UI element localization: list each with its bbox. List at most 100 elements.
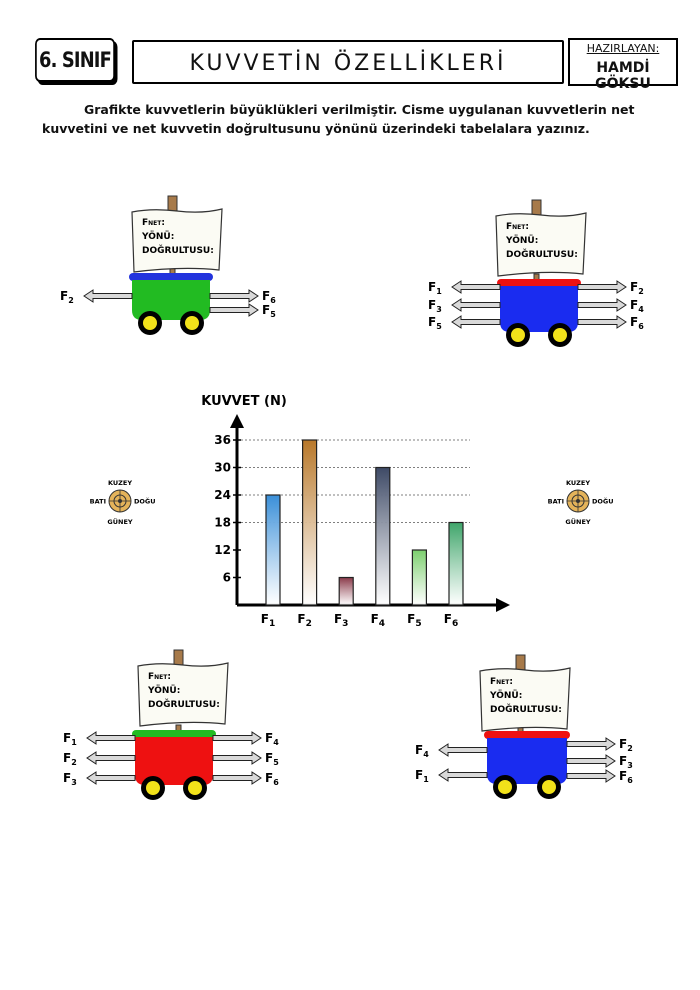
- sign-fnet: FNET:: [506, 222, 529, 232]
- force-label-f6: F6: [262, 289, 276, 305]
- force-label-f2: F2: [63, 751, 77, 767]
- cart-body: [132, 280, 210, 320]
- chart-xtick-label: F4: [371, 612, 385, 629]
- chart-ytick-label: 6: [223, 571, 231, 585]
- sign-direction: YÖNÜ:: [489, 690, 522, 701]
- sign-direction: YÖNÜ:: [505, 235, 538, 246]
- chart-ytick-label: 36: [214, 433, 231, 447]
- compass-north-label: KUZEY: [566, 479, 590, 487]
- force-label-f2: F2: [619, 737, 633, 753]
- cart-wheel-hub: [542, 780, 556, 794]
- force-label-f4: F4: [415, 743, 429, 759]
- sign-direction: YÖNÜ:: [141, 231, 174, 242]
- force-label-f2: F2: [630, 280, 644, 296]
- sign-post: [173, 649, 184, 667]
- cart-top-bar: [129, 273, 213, 281]
- cart-wheel-hub: [498, 780, 512, 794]
- chart-ytick-label: 30: [214, 461, 231, 475]
- compass-south-label: GÜNEY: [107, 517, 132, 526]
- grade-label: 6. SINIF: [39, 48, 112, 72]
- force-label-f3: F3: [63, 771, 77, 787]
- bar-f1: [265, 494, 281, 606]
- force-arrow: [212, 731, 262, 745]
- force-arrow: [566, 769, 616, 783]
- cart-top-bar: [497, 279, 581, 287]
- force-arrow: [577, 280, 627, 294]
- force-label-f3: F3: [619, 754, 633, 770]
- cart-wheel-hub: [188, 781, 202, 795]
- chart-ytick-label: 12: [214, 543, 231, 557]
- sign-post: [167, 195, 178, 213]
- cart-wheel-hub: [511, 328, 525, 342]
- cart-top-bar: [132, 730, 216, 738]
- force-label-f1: F1: [63, 731, 77, 747]
- bar-f4: [375, 466, 391, 606]
- force-arrow: [451, 315, 501, 329]
- force-arrow: [209, 289, 259, 303]
- instruction-line-1: Grafikte kuvvetlerin büyüklükleri verilm…: [84, 102, 635, 117]
- cart-body: [500, 286, 578, 332]
- chart-y-arrowhead: [230, 414, 244, 428]
- sign-line-of-action: DOĞRULTUSU:: [506, 248, 578, 260]
- compass-west-label: BATI: [90, 498, 106, 506]
- grade-badge: 6. SINIF: [35, 38, 115, 82]
- chart-ytick-label: 18: [214, 516, 231, 530]
- force-label-f2: F2: [60, 289, 74, 305]
- cart-wheel-hub: [553, 328, 567, 342]
- sign-direction: YÖNÜ:: [147, 685, 180, 696]
- force-label-f6: F6: [619, 769, 633, 785]
- bar-f3: [338, 576, 354, 606]
- chart-xtick-label: F3: [334, 612, 348, 629]
- force-arrow: [566, 754, 616, 768]
- force-label-f5: F5: [262, 303, 276, 319]
- sign-line-of-action: DOĞRULTUSU:: [490, 703, 562, 715]
- chart-ylabel: KUVVET (N): [201, 394, 287, 409]
- prepared-by-label: HAZIRLAYAN:: [586, 42, 660, 55]
- cart-top-bar: [484, 731, 570, 739]
- force-label-f6: F6: [265, 771, 279, 787]
- chart-xtick-label: F2: [297, 612, 311, 629]
- page-title: KUVVETİN ÖZELLİKLERİ: [189, 51, 507, 76]
- force-label-f3: F3: [428, 298, 442, 314]
- chart-x-arrowhead: [496, 598, 510, 612]
- force-arrow: [212, 771, 262, 785]
- cart-body: [487, 738, 567, 784]
- force-arrow: [212, 751, 262, 765]
- bar-f6: [448, 521, 464, 606]
- sign-line-of-action: DOĞRULTUSU:: [148, 698, 220, 710]
- compass-east-label: DOĞU: [134, 497, 156, 506]
- sign-post: [515, 654, 526, 672]
- bar-f5: [411, 549, 427, 606]
- force-arrow: [438, 743, 488, 757]
- force-arrow: [438, 768, 488, 782]
- compass-east-label: DOĞU: [592, 497, 614, 506]
- title-box: KUVVETİN ÖZELLİKLERİ: [132, 40, 564, 84]
- sign-board: [131, 208, 223, 273]
- force-arrow: [209, 303, 259, 317]
- instruction-line-2: kuvvetini ve net kuvvetin doğrultusunu y…: [42, 121, 590, 136]
- chart-xtick-label: F1: [261, 612, 275, 629]
- cart-body: [135, 737, 213, 785]
- bar-f2: [302, 439, 318, 606]
- compass-south-label: GÜNEY: [565, 517, 590, 526]
- force-arrow: [83, 289, 133, 303]
- author-name: HAMDİ GÖKSU: [595, 60, 651, 92]
- chart-ytick-label: 24: [214, 488, 231, 502]
- sign-board: [137, 662, 229, 727]
- force-label-f5: F5: [265, 751, 279, 767]
- force-arrow: [86, 751, 136, 765]
- cart-wheel-hub: [143, 316, 157, 330]
- force-label-f4: F4: [630, 298, 644, 314]
- sign-fnet: FNET:: [142, 218, 165, 228]
- sign-fnet: FNET:: [490, 677, 513, 687]
- sign-post: [531, 199, 542, 217]
- author-box: HAZIRLAYAN: HAMDİ GÖKSU: [568, 38, 678, 92]
- chart-xtick-label: F5: [407, 612, 421, 629]
- sign-board: [479, 667, 571, 732]
- sign-board: [495, 212, 587, 277]
